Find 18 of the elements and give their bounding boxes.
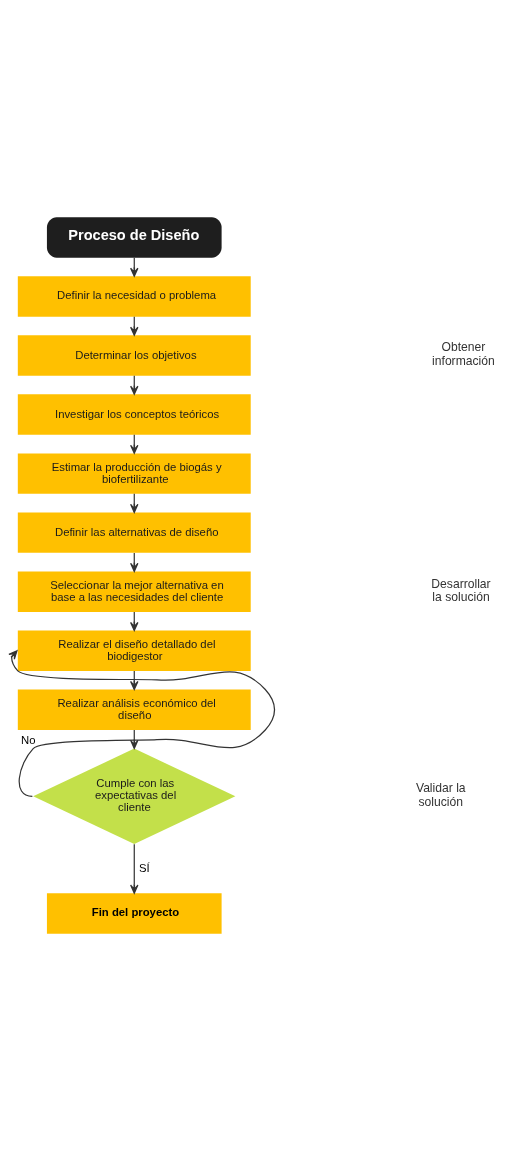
node-box: Definir la necesidad o problema bbox=[17, 275, 251, 317]
node-box: Investigar los conceptos teóricos bbox=[17, 393, 251, 435]
node-box: Seleccionar la mejor alternativa en base a las necesidades del cliente bbox=[17, 570, 251, 612]
label: Validar la solución bbox=[415, 780, 466, 809]
label: Desarrollar la solución bbox=[431, 576, 491, 604]
node-box: Estimar la producción de biogás y biofertilizante bbox=[17, 452, 251, 494]
node-diamond: Cumple con las expectativas del cliente bbox=[33, 748, 236, 844]
edge-label: SÍ bbox=[138, 861, 150, 874]
arrow bbox=[8, 649, 275, 797]
arrow bbox=[130, 843, 139, 894]
node-box: Fin del proyecto bbox=[46, 892, 222, 934]
node-box: Realizar análisis económico del diseño bbox=[17, 689, 251, 730]
label: Obtener información bbox=[432, 339, 495, 368]
node-box: Definir las alternativas de diseño bbox=[17, 511, 251, 553]
edge-label: No bbox=[21, 733, 36, 746]
node-box: Realizar el diseño detallado del biodigestor bbox=[17, 630, 251, 671]
node-box: Determinar los objetivos bbox=[17, 334, 251, 376]
node-box: Proceso de Diseño bbox=[46, 216, 222, 258]
